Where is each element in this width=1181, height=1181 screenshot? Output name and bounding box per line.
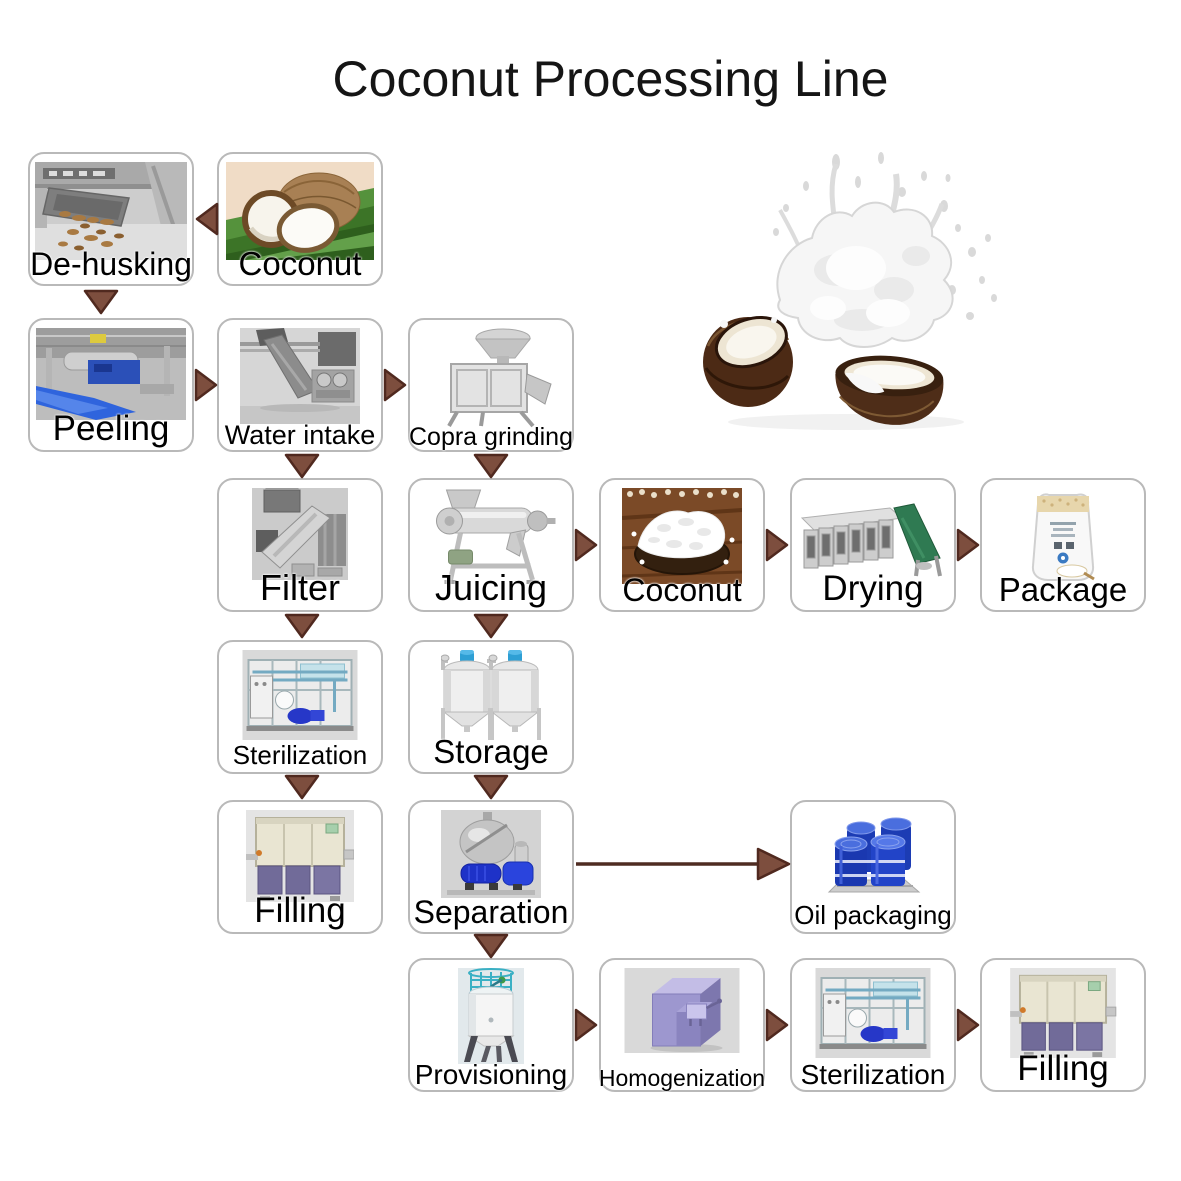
node-filling-2-label: Filling [1017,1049,1109,1089]
node-copra-grinding: Copra grinding [408,318,574,452]
node-sterilization-2-label: Sterilization [800,1059,946,1091]
shredded-coconut-image [622,488,742,584]
reflection [728,414,964,430]
node-water-intake: Water intake [217,318,383,452]
node-sterilization-2: Sterilization [790,958,956,1092]
arrow-storage-to-separation [473,774,509,800]
node-drying: Drying [790,478,956,612]
separator-machine-image [441,810,541,898]
juicing-machine-image [436,489,556,584]
drying-machine-image [800,503,942,577]
arrow-provisioning-to-homogenization [574,1008,598,1042]
arrow-copra-grinding-to-juicing [473,453,509,479]
package-pouch-image [1031,493,1095,581]
node-filling-1-label: Filling [254,891,346,931]
node-water-intake-label: Water intake [224,420,376,451]
coconut-half-right [835,355,944,425]
filter-machine-image [252,488,348,580]
arrow-separation-to-provisioning [473,933,509,959]
node-oil-packaging-label: Oil packaging [794,900,952,931]
splash-highlights [810,246,910,327]
coconut-splash-image [703,152,997,430]
node-sterilization-1: Sterilization [217,640,383,774]
water-intake-machine-image [240,328,360,424]
node-dehusking: De-husking [28,152,194,286]
dehusking-machine-image [35,162,187,260]
arrow-drying-to-package [956,528,980,562]
storage-tank [487,650,541,740]
node-coconut: Coconut [217,152,383,286]
node-oil-packaging: Oil packaging [790,800,956,934]
node-copra-grinding-label: Copra grinding [409,422,573,451]
peeling-machine-image [36,328,186,420]
node-package-label: Package [998,571,1128,609]
node-juicing: Juicing [408,478,574,612]
node-juicing-label: Juicing [434,567,548,609]
arrow-coconut-to-dehusking [195,202,219,236]
node-package: Package [980,478,1146,612]
node-provisioning: Provisioning [408,958,574,1092]
filling-machine-image [1010,968,1117,1058]
arrow-coconut-to-drying [765,528,789,562]
node-provisioning-label: Provisioning [414,1059,568,1091]
arrow-filter-to-sterilization [284,613,320,639]
node-filter: Filter [217,478,383,612]
sterilization-skid-image [815,968,931,1058]
node-storage: Storage [408,640,574,774]
homogenizer-machine-image [624,968,740,1053]
node-peeling: Peeling [28,318,194,452]
node-sterilization-1-label: Sterilization [232,740,368,771]
page-title: Coconut Processing Line [332,51,889,107]
storage-tanks-image [441,650,541,740]
coconut-photo-image [226,162,374,260]
arrow-homogenization-to-sterilization [765,1008,789,1042]
arrow-water-intake-to-filter [284,453,320,479]
node-homogenization-label: Homogenization [598,1064,766,1091]
arrow-juicing-to-storage [473,613,509,639]
arrow-juicing-to-coconut [574,528,598,562]
node-separation-label: Separation [413,894,569,931]
storage-tank [441,650,494,740]
node-coconut-shredded-label: Coconut [622,572,742,609]
filling-machine-image [246,810,354,902]
node-coconut-label: Coconut [238,245,362,283]
oil-drums-image [827,817,921,893]
copra-grinding-machine-image [447,328,552,428]
node-drying-label: Drying [822,569,924,609]
node-peeling-label: Peeling [52,409,170,449]
node-filling-1: Filling [217,800,383,934]
node-storage-label: Storage [433,733,549,771]
node-separation: Separation [408,800,574,934]
node-homogenization: Homogenization [599,958,765,1092]
node-filter-label: Filter [260,567,340,609]
arrow-sterilization-to-filling [284,774,320,800]
coconut-half-left [703,316,793,407]
arrow-separation-to-oil-packaging [576,847,791,881]
provisioning-tank-image [458,968,524,1064]
arrow-water-intake-to-copra-grinding [383,368,407,402]
arrow-dehusking-to-peeling [83,289,119,315]
node-filling-2: Filling [980,958,1146,1092]
node-coconut-shredded: Coconut [599,478,765,612]
arrow-sterilization-to-filling-2 [956,1008,980,1042]
sterilization-skid-image [242,650,358,740]
arrow-peeling-to-water-intake [194,368,218,402]
node-dehusking-label: De-husking [30,246,192,283]
